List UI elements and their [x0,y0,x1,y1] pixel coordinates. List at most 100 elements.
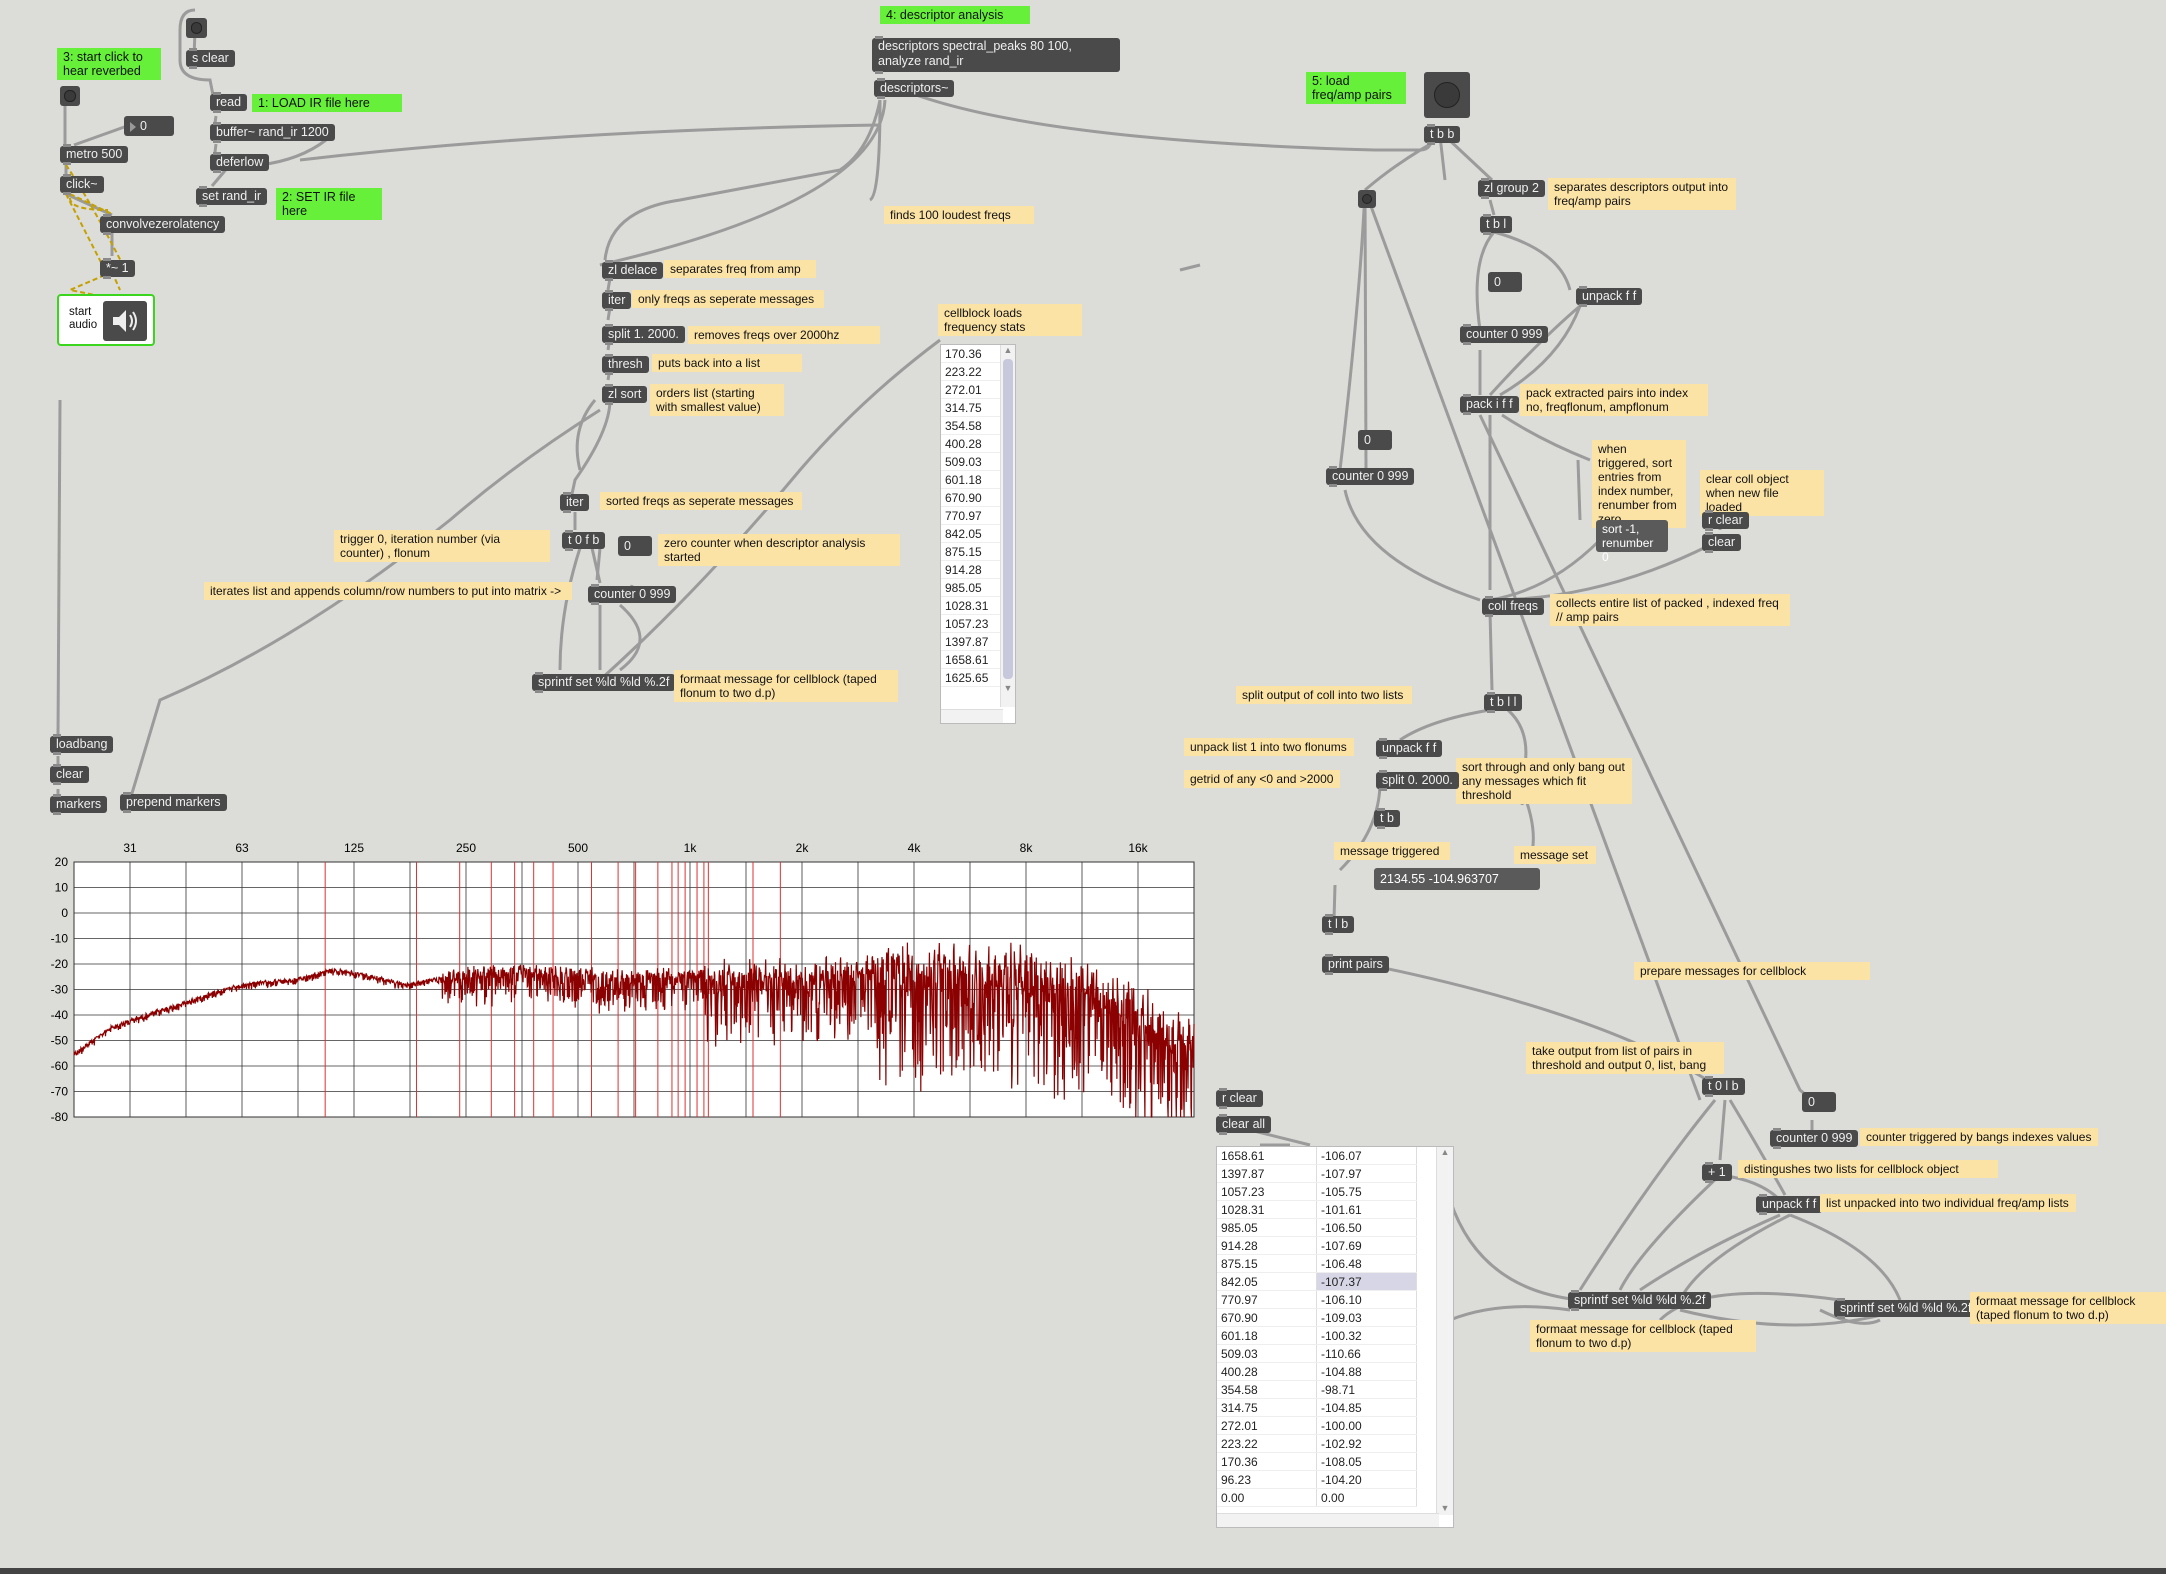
amp-cell[interactable]: -109.03 [1316,1308,1417,1327]
convolvezerolatency-object[interactable]: convolvezerolatency [100,214,226,235]
cellblock1-cell[interactable]: 223.22 [941,362,1001,381]
cellblock2-row[interactable]: 170.36-108.05 [1217,1452,1417,1471]
freq-cell[interactable]: 354.58 [1217,1380,1318,1399]
freq-cell[interactable]: 670.90 [1217,1308,1318,1327]
cellblock1-cell[interactable]: 770.97 [941,506,1001,525]
freq-cell[interactable]: 601.18 [1217,1326,1318,1345]
cellblock1-row[interactable]: 272.01 [941,380,1001,399]
freq-cell[interactable]: 985.05 [1217,1218,1318,1237]
cellblock1-cell[interactable]: 354.58 [941,416,1001,435]
freq-cell[interactable]: 223.22 [1217,1434,1318,1453]
amp-cell[interactable]: -106.10 [1316,1290,1417,1309]
cellblock1-cell[interactable]: 509.03 [941,452,1001,471]
amp-cell[interactable]: -110.66 [1316,1344,1417,1363]
cellblock2-row[interactable]: 400.28-104.88 [1217,1362,1417,1381]
cellblock1-cell[interactable]: 601.18 [941,470,1001,489]
cellblock2-row[interactable]: 272.01-100.00 [1217,1416,1417,1435]
cellblock1-row[interactable]: 1057.23 [941,614,1001,633]
amp-cell[interactable]: -104.85 [1316,1398,1417,1417]
iter-object-2[interactable]: iter [560,492,590,513]
cellblock1-row[interactable]: 842.05 [941,524,1001,543]
sprintf-object-3[interactable]: sprintf set %ld %ld %.2f [1834,1298,1978,1319]
deferlow-object[interactable]: deferlow [210,152,270,173]
amp-cell[interactable]: -107.69 [1316,1236,1417,1255]
freq-cell[interactable]: 1658.61 [1217,1147,1318,1165]
unpack-ff-object-1[interactable]: unpack f f [1576,286,1643,307]
freq-cell[interactable]: 842.05 [1217,1272,1318,1291]
cellblock2-row[interactable]: 509.03-110.66 [1217,1344,1417,1363]
click-object[interactable]: click~ [60,174,104,195]
cellblock1-cell[interactable]: 985.05 [941,578,1001,597]
split-object[interactable]: split 1. 2000. [602,324,685,345]
cellblock2-row[interactable]: 914.28-107.69 [1217,1236,1417,1255]
loadbang-object[interactable]: loadbang [50,734,114,755]
clear-message[interactable]: clear [50,764,90,785]
speaker-icon[interactable] [103,301,147,341]
amp-cell[interactable]: -105.75 [1316,1182,1417,1201]
cellblock1-horizontal-scrollbar[interactable] [941,709,1003,723]
metro-number-box[interactable]: 0 [124,116,174,136]
metro-object[interactable]: metro 500 [60,144,129,165]
zero-counter-number[interactable]: 0 [618,536,652,556]
coll-freqs-object[interactable]: coll freqs [1482,596,1545,617]
toggle-metro[interactable] [60,86,80,106]
cellblock2-row[interactable]: 1028.31-101.61 [1217,1200,1417,1219]
amp-cell[interactable]: -106.07 [1316,1147,1417,1165]
unpack-ff-object-3[interactable]: unpack f f [1756,1194,1823,1215]
cellblock2-row[interactable]: 770.97-106.10 [1217,1290,1417,1309]
cellblock1-row[interactable]: 875.15 [941,542,1001,561]
amp-cell[interactable]: -101.61 [1316,1200,1417,1219]
cellblock1-row[interactable]: 509.03 [941,452,1001,471]
freq-cell[interactable]: 272.01 [1217,1416,1318,1435]
cellblock1-row[interactable]: 223.22 [941,362,1001,381]
trigger-b-l-object[interactable]: t b l [1480,214,1513,235]
split-object-2[interactable]: split 0. 2000. [1376,770,1459,791]
cellblock1-row[interactable]: 400.28 [941,434,1001,453]
scroll-down-icon[interactable]: ▼ [1003,683,1013,693]
number-box-c4[interactable]: 0 [1802,1092,1836,1112]
zl-delace-object[interactable]: zl delace [602,260,664,281]
cellblock2-row[interactable]: 842.05-107.37 [1217,1272,1417,1291]
freq-cell[interactable]: 400.28 [1217,1362,1318,1381]
cellblock1-cell[interactable]: 842.05 [941,524,1001,543]
cellblock2-row[interactable]: 875.15-106.48 [1217,1254,1417,1273]
freq-cell[interactable]: 170.36 [1217,1452,1318,1471]
counter-object-3[interactable]: counter 0 999 [1326,466,1415,487]
cellblock1-cell[interactable]: 914.28 [941,560,1001,579]
descriptors-message[interactable]: descriptors spectral_peaks 80 100, analy… [872,36,1120,74]
cellblock2-row[interactable]: 985.05-106.50 [1217,1218,1417,1237]
counter-object-2[interactable]: counter 0 999 [1460,324,1549,345]
read-message[interactable]: read [210,92,248,113]
bang-load-pairs[interactable] [1424,72,1470,118]
cellblock1-row[interactable]: 985.05 [941,578,1001,597]
scroll-down-icon-2[interactable]: ▼ [1440,1503,1450,1513]
amp-cell[interactable]: -104.20 [1316,1470,1417,1489]
number-box-c3[interactable]: 0 [1358,430,1392,450]
multiply-signal-object[interactable]: *~ 1 [100,258,135,279]
cellblock1-cell[interactable]: 1057.23 [941,614,1001,633]
buffer-object[interactable]: buffer~ rand_ir 1200 [210,122,335,143]
cellblock2-row[interactable]: 1057.23-105.75 [1217,1182,1417,1201]
descriptors-object[interactable]: descriptors~ [874,78,955,99]
amp-cell[interactable]: -104.88 [1316,1362,1417,1381]
freq-cell[interactable]: 914.28 [1217,1236,1318,1255]
cellblock2-row[interactable]: 1658.61-106.07 [1217,1147,1417,1165]
unpack-ff-object-2[interactable]: unpack f f [1376,738,1443,759]
cellblock2-row[interactable]: 314.75-104.85 [1217,1398,1417,1417]
freq-cell[interactable]: 875.15 [1217,1254,1318,1273]
s-clear-object[interactable]: s clear [186,48,235,69]
plus-one-object[interactable]: + 1 [1702,1162,1732,1183]
cellblock1-row[interactable]: 170.36 [941,345,1001,363]
freq-cell[interactable]: 96.23 [1217,1470,1318,1489]
bang-coll[interactable] [1358,190,1376,208]
cellblock1-cell[interactable]: 875.15 [941,542,1001,561]
cellblock1-cell[interactable]: 670.90 [941,488,1001,507]
cellblock2-row[interactable]: 223.22-102.92 [1217,1434,1417,1453]
iter-object[interactable]: iter [602,290,632,311]
scroll-thumb[interactable] [1003,359,1013,679]
freq-cell[interactable]: 1397.87 [1217,1164,1318,1183]
scroll-up-icon-2[interactable]: ▲ [1440,1147,1450,1157]
